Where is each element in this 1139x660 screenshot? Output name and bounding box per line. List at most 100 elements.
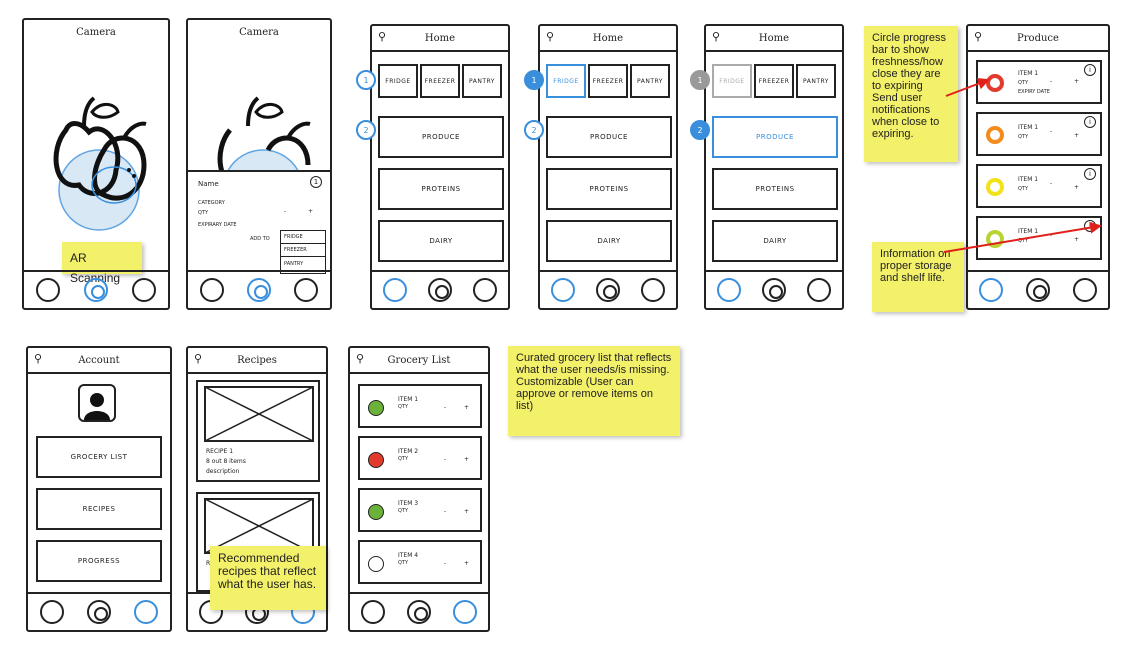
nav-account-icon[interactable]: [453, 600, 477, 624]
option-fridge[interactable]: FRIDGE: [284, 234, 303, 240]
section-produce[interactable]: PRODUCE: [546, 116, 672, 158]
section-dairy[interactable]: DAIRY: [712, 220, 838, 262]
tab-pantry[interactable]: PANTRY: [630, 64, 670, 98]
tab-freezer[interactable]: FREEZER: [420, 64, 460, 98]
bottom-nav: [706, 270, 842, 308]
nav-home-icon[interactable]: [382, 278, 407, 302]
nav-account-icon[interactable]: [1072, 278, 1097, 302]
freshness-note-text: Circle progress bar to show freshness/ho…: [872, 32, 946, 140]
section-proteins[interactable]: PROTEINS: [378, 168, 504, 210]
produce-item[interactable]: ITEM 1 QTY - + i: [976, 112, 1102, 156]
grocery-item[interactable]: ITEM 1 QTY - +: [358, 384, 482, 428]
section-proteins[interactable]: PROTEINS: [712, 168, 838, 210]
nav-account-icon[interactable]: [473, 278, 498, 302]
nav-account-icon[interactable]: [641, 278, 666, 302]
nav-camera-icon[interactable]: [86, 600, 111, 624]
tab-fridge[interactable]: FRIDGE: [546, 64, 586, 98]
search-icon[interactable]: ⚲: [378, 30, 387, 43]
recipes-button[interactable]: RECIPES: [36, 488, 162, 530]
item-name: ITEM 3: [398, 500, 419, 507]
grocery-item[interactable]: ITEM 2 QTY - +: [358, 436, 482, 480]
grocery-item[interactable]: ITEM 3 QTY - +: [358, 488, 482, 532]
section-proteins[interactable]: PROTEINS: [546, 168, 672, 210]
nav-home-icon[interactable]: [39, 600, 64, 624]
nav-home-icon[interactable]: [550, 278, 575, 302]
tab-pantry[interactable]: PANTRY: [462, 64, 502, 98]
qty-plus-button[interactable]: +: [464, 404, 470, 411]
close-icon[interactable]: 1: [310, 176, 322, 188]
grocery-list-button[interactable]: GROCERY LIST: [36, 436, 162, 478]
info-icon[interactable]: i: [1084, 220, 1096, 232]
status-dot-icon: [368, 504, 384, 520]
nav-camera-icon[interactable]: [595, 278, 620, 302]
tab-freezer[interactable]: FREEZER: [754, 64, 794, 98]
nav-camera-icon[interactable]: [1025, 278, 1050, 302]
qty-minus-button[interactable]: -: [1050, 232, 1053, 239]
tab-fridge[interactable]: FRIDGE: [712, 64, 752, 98]
add-to-dropdown[interactable]: FRIDGE FREEZER PANTRY: [280, 230, 326, 274]
qty-minus-button[interactable]: -: [1050, 78, 1053, 85]
qty-minus-button[interactable]: -: [284, 208, 287, 215]
search-icon[interactable]: ⚲: [34, 352, 43, 365]
nav-account-icon[interactable]: [807, 278, 832, 302]
qty-minus-button[interactable]: -: [1050, 180, 1053, 187]
produce-item[interactable]: ITEM 1 QTY - + i: [976, 164, 1102, 208]
nav-home-icon[interactable]: [979, 278, 1004, 302]
produce-item[interactable]: ITEM 1 QTY - + i: [976, 216, 1102, 260]
tab-fridge[interactable]: FRIDGE: [378, 64, 418, 98]
info-icon[interactable]: i: [1084, 168, 1096, 180]
qty-plus-button[interactable]: +: [308, 208, 314, 215]
nav-account-icon[interactable]: [132, 278, 156, 302]
qty-minus-button[interactable]: -: [1050, 128, 1053, 135]
option-freezer[interactable]: FREEZER: [284, 247, 307, 253]
section-produce[interactable]: PRODUCE: [378, 116, 504, 158]
qty-plus-button[interactable]: +: [464, 456, 470, 463]
qty-plus-button[interactable]: +: [1074, 132, 1080, 139]
search-icon[interactable]: ⚲: [712, 30, 721, 43]
nav-camera-icon[interactable]: [246, 278, 271, 302]
search-icon[interactable]: ⚲: [546, 30, 555, 43]
nav-home-icon[interactable]: [716, 278, 741, 302]
home-title: Home: [424, 32, 456, 44]
nav-home-icon[interactable]: [361, 600, 385, 624]
qty-plus-button[interactable]: +: [464, 508, 470, 515]
progress-button[interactable]: PROGRESS: [36, 540, 162, 582]
add-item-form: Name 1 CATEGORY QTY - + EXPIRARY DATE AD…: [188, 170, 330, 276]
nav-account-icon[interactable]: [294, 278, 319, 302]
qty-plus-button[interactable]: +: [1074, 78, 1080, 85]
tab-pantry[interactable]: PANTRY: [796, 64, 836, 98]
recipe-description: description: [206, 468, 240, 475]
qty-minus-button[interactable]: -: [444, 456, 447, 463]
nav-home-icon[interactable]: [199, 278, 224, 302]
grocery-item[interactable]: ITEM 4 QTY - +: [358, 540, 482, 584]
search-icon[interactable]: ⚲: [974, 30, 983, 43]
nav-account-icon[interactable]: [134, 600, 159, 624]
nav-camera-icon[interactable]: [427, 278, 452, 302]
camera-screen: Camera AR Scanning: [22, 18, 170, 310]
nav-camera-icon[interactable]: [761, 278, 786, 302]
search-icon[interactable]: ⚲: [356, 352, 365, 365]
tab-freezer[interactable]: FREEZER: [588, 64, 628, 98]
qty-plus-button[interactable]: +: [1074, 236, 1080, 243]
nav-home-icon[interactable]: [36, 278, 60, 302]
qty-minus-button[interactable]: -: [444, 508, 447, 515]
qty-minus-button[interactable]: -: [444, 560, 447, 567]
section-dairy[interactable]: DAIRY: [378, 220, 504, 262]
recipe-card[interactable]: RECIPE 1 8 out 8 items description: [196, 380, 320, 482]
camera-title: Camera: [76, 26, 116, 38]
user-icon[interactable]: [78, 384, 116, 422]
section-produce[interactable]: PRODUCE: [712, 116, 838, 158]
qty-plus-button[interactable]: +: [464, 560, 470, 567]
qty-minus-button[interactable]: -: [444, 404, 447, 411]
info-icon[interactable]: i: [1084, 64, 1096, 76]
search-icon[interactable]: ⚲: [194, 352, 203, 365]
item-expiry: EXPIRY DATE: [1018, 89, 1050, 95]
produce-item[interactable]: ITEM 1 QTY EXPIRY DATE - + i: [976, 60, 1102, 104]
section-dairy[interactable]: DAIRY: [546, 220, 672, 262]
info-icon[interactable]: i: [1084, 116, 1096, 128]
nav-camera-icon[interactable]: [84, 278, 108, 302]
qty-plus-button[interactable]: +: [1074, 184, 1080, 191]
nav-camera-icon[interactable]: [407, 600, 431, 624]
freshness-ring-icon: [986, 230, 1004, 248]
option-pantry[interactable]: PANTRY: [284, 261, 304, 267]
